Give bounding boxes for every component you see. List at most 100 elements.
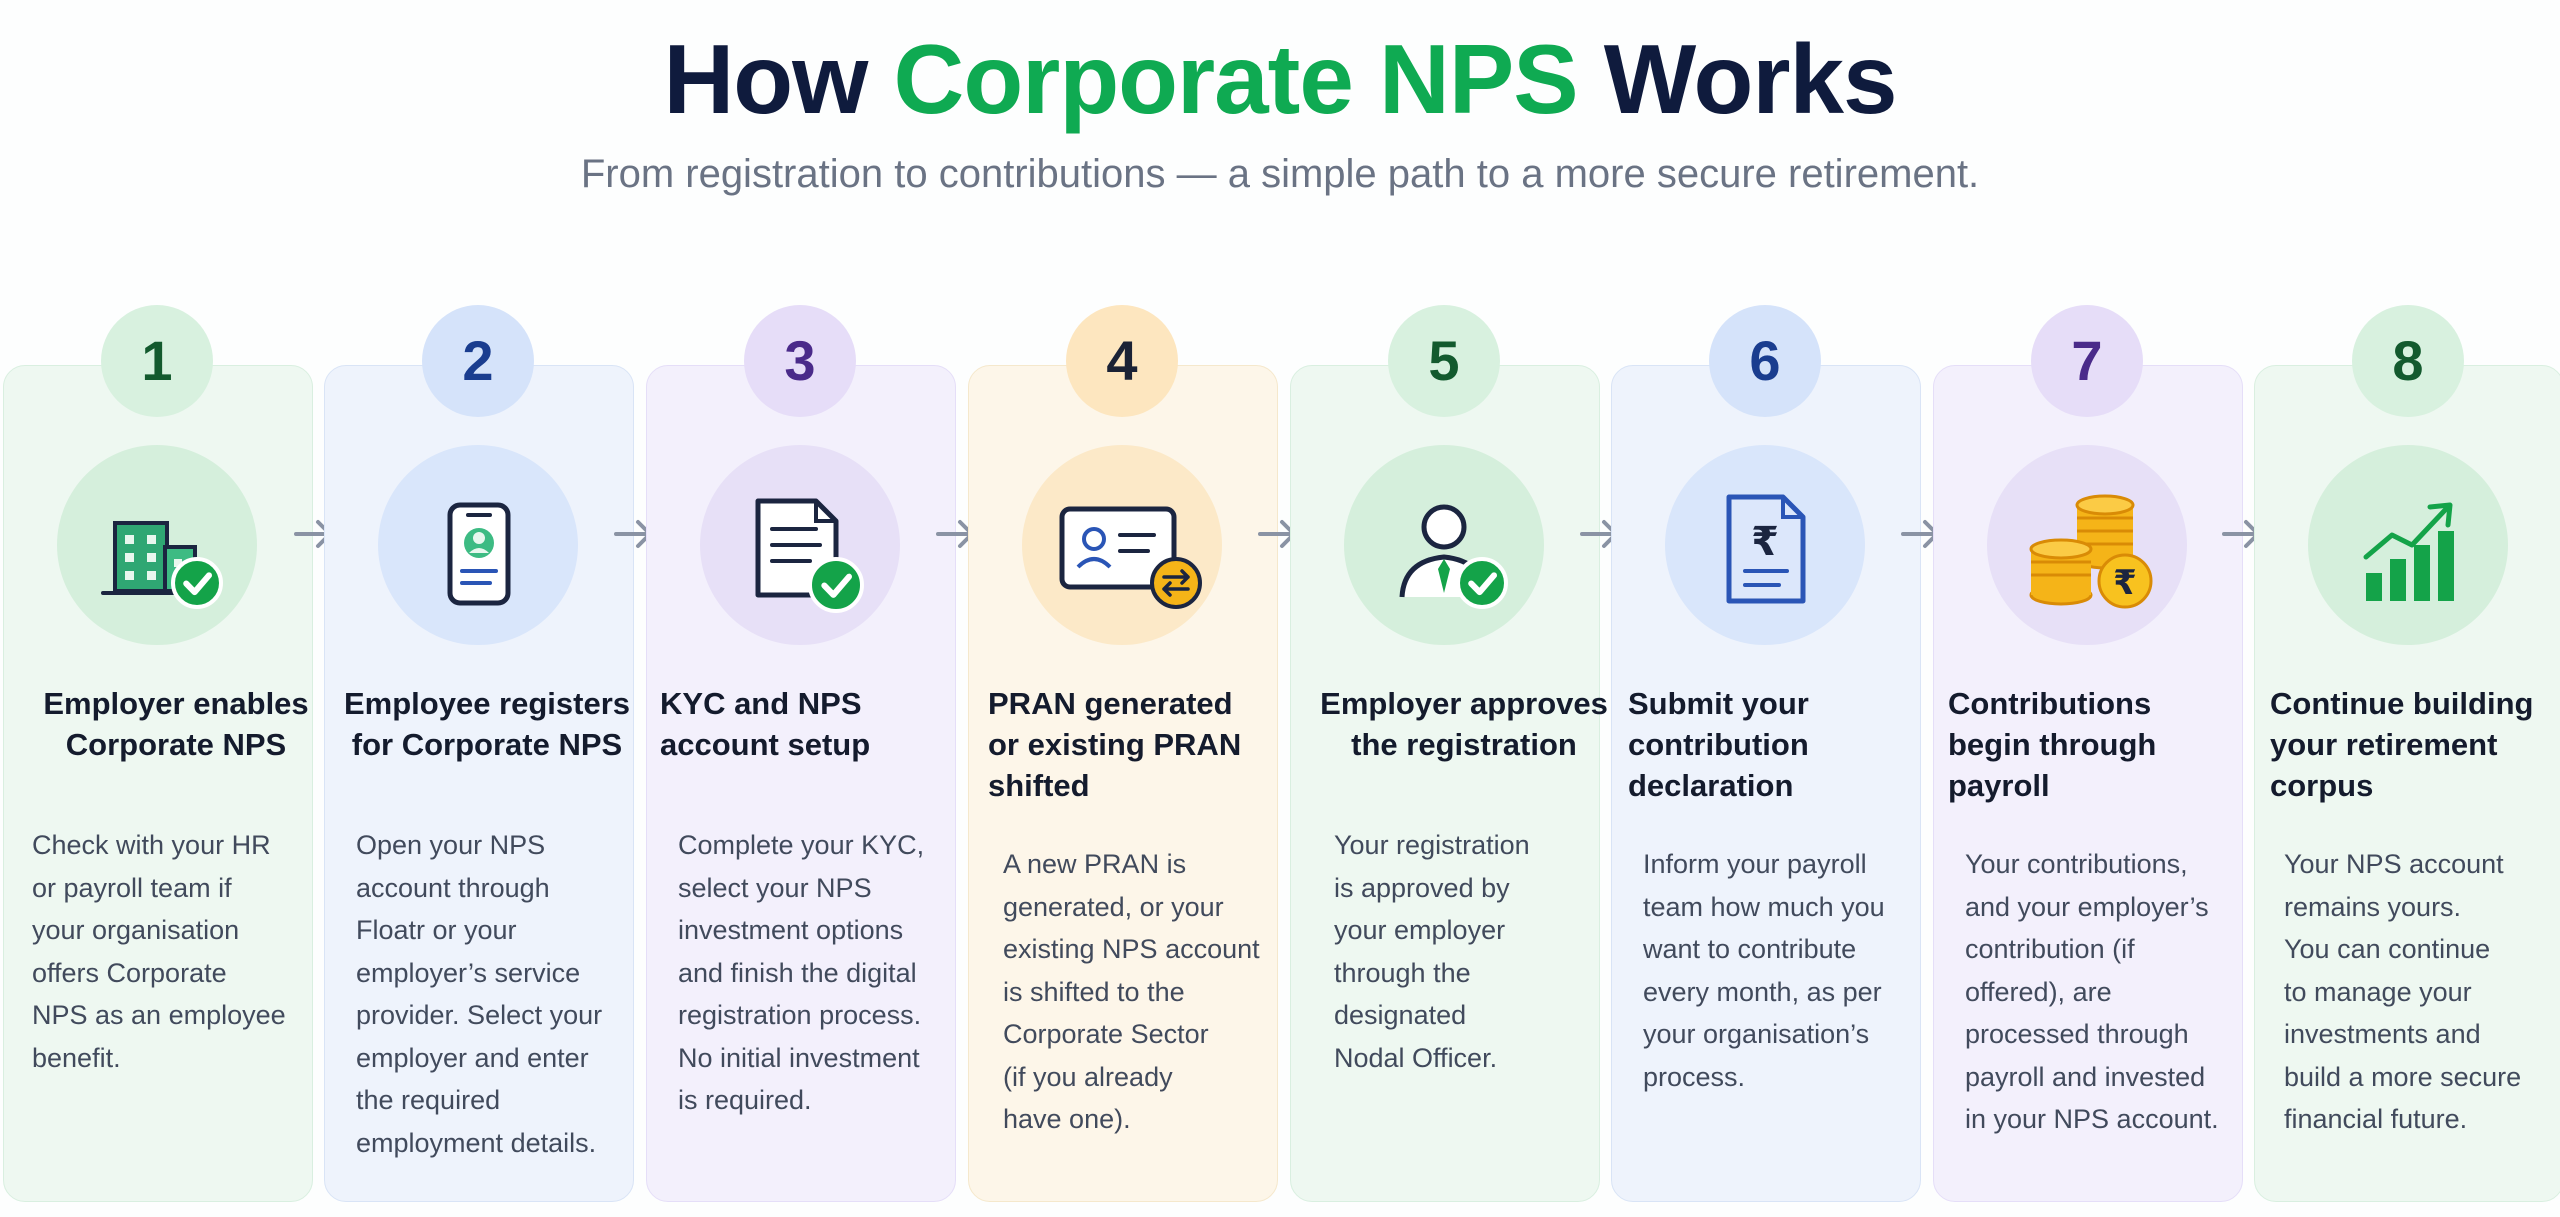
step-description-line: existing NPS account (1003, 934, 1260, 964)
step-description-line: You can continue (2284, 934, 2491, 964)
step-number-badge: 6 (1709, 305, 1821, 417)
step-description-line: want to contribute (1643, 934, 1857, 964)
step-title-line: begin through (1948, 727, 2157, 762)
growth-chart-icon (2363, 502, 2454, 601)
step-description-line: employer and enter (356, 1042, 589, 1073)
step-description-line: offered), are (1965, 976, 2112, 1007)
id-card-transfer-icon (1059, 506, 1202, 609)
step-description-line: generated, or your (1003, 891, 1224, 922)
step-number-badge: 8 (2352, 305, 2464, 417)
step-description: Inform your payroll team how much you want… (1643, 843, 1939, 1098)
step-description-line: processed through (1965, 1019, 2189, 1049)
step-title: KYC and NPS account setup (660, 683, 976, 765)
step-number-badge: 4 (1066, 305, 1178, 417)
step-description-line: and your employer’s (1965, 891, 2209, 922)
step-description-line: investments and (2284, 1019, 2481, 1049)
step-number-badge: 2 (422, 305, 534, 417)
step-description-line: every month, as per (1643, 976, 1882, 1007)
step-number-badge: 7 (2031, 305, 2143, 417)
step-description-line: through the (1334, 957, 1471, 988)
step-title-line: or existing PRAN (988, 727, 1242, 762)
step-description-line: Check with your HR (32, 830, 271, 860)
step-description-line: No initial investment (678, 1042, 920, 1073)
step-title-line: Employer approves (1320, 686, 1608, 721)
step-title-line: Continue building (2270, 686, 2534, 721)
step-description-line: have one). (1003, 1104, 1131, 1134)
step-description: Your NPS account remains yours. You can co… (2284, 843, 2560, 1141)
step-description-line: (if you already (1003, 1061, 1173, 1092)
step-description-line: employer’s service (356, 957, 581, 988)
step-description-line: remains yours. (2284, 891, 2462, 922)
step-title-line: Submit your (1628, 686, 1809, 721)
step-title: Contributions begin through payroll (1948, 683, 2264, 806)
svg-text:₹: ₹ (1751, 519, 1779, 565)
title-highlight: Corporate NPS (893, 24, 1579, 134)
step-title-line: for Corporate NPS (351, 727, 623, 762)
step-number-badge: 3 (744, 305, 856, 417)
step-description: Complete your KYC, select your NPS investm… (678, 824, 974, 1122)
step-description-line: select your NPS (678, 872, 872, 903)
svg-text:₹: ₹ (2113, 563, 2137, 603)
step-title-line: declaration (1628, 768, 1794, 803)
step-description-line: Open your NPS (356, 830, 546, 860)
step-title-line: shifted (988, 768, 1090, 803)
step-description-line: Your NPS account (2284, 849, 2504, 879)
step-title-line: your retirement (2270, 727, 2498, 762)
step-description-line: payroll and invested (1965, 1061, 2206, 1092)
step-title-line: Employee registers (343, 686, 631, 721)
step-description-line: Floatr or your (356, 915, 517, 945)
step-description-line: financial future. (2284, 1104, 2468, 1134)
step-title-line: KYC and NPS (660, 686, 862, 721)
step-title-line: account setup (660, 727, 871, 762)
step-description-line: investment options (678, 915, 904, 945)
mobile-profile-icon (447, 502, 511, 606)
step-description-line: or payroll team if (32, 872, 232, 903)
step-card (968, 365, 1278, 1202)
step-description-line: NPS as an employee (32, 1000, 286, 1030)
step-description-line: designated (1334, 1000, 1467, 1030)
step-title-line: Corporate NPS (65, 727, 287, 762)
step-description-line: Inform your payroll (1643, 849, 1867, 879)
step-title-line: Contributions (1948, 686, 2152, 721)
step-title-line: the registration (1351, 727, 1577, 762)
rupee-document-icon: ₹ (1726, 494, 1806, 604)
step-description-line: team how much you (1643, 891, 1885, 922)
step-description-line: Complete your KYC, (678, 830, 925, 860)
step-description-line: provider. Select your (356, 1000, 603, 1030)
step-description-line: account through (356, 872, 550, 903)
step-title-line: PRAN generated (988, 686, 1233, 721)
step-description-line: to manage your (2284, 976, 2472, 1007)
step-number-badge: 1 (101, 305, 213, 417)
step-number-badge: 5 (1388, 305, 1500, 417)
step-description-line: registration process. (678, 1000, 922, 1030)
step-description-line: and finish the digital (678, 957, 917, 988)
step-description-line: is required. (678, 1085, 812, 1115)
step-title-line: payroll (1948, 768, 2050, 803)
step-description-line: Corporate Sector (1003, 1019, 1209, 1049)
step-description-line: build a more secure (2284, 1061, 2522, 1092)
page-title: How Corporate NPS Works (0, 20, 2560, 138)
step-description-line: your employer (1334, 915, 1506, 945)
step-description-line: your organisation (32, 915, 240, 945)
step-description: Your registration is approved by your empl… (1334, 824, 1630, 1079)
step-description-line: Your registration (1334, 830, 1530, 860)
step-title: Employer approves the registration (1306, 683, 1622, 765)
step-description-line: is approved by (1334, 872, 1510, 903)
step-description-line: your organisation’s (1643, 1019, 1870, 1049)
step-description-line: contribution (if (1965, 934, 2135, 964)
title-part-2: Works (1577, 24, 1898, 134)
step-description-line: employment details. (356, 1127, 597, 1158)
step-description-line: offers Corporate (32, 957, 227, 988)
step-description-line: benefit. (32, 1042, 121, 1073)
step-title: PRAN generated or existing PRAN shifted (988, 683, 1304, 806)
rupee-coins-icon: ₹ (2029, 494, 2153, 609)
step-title: Employee registers for Corporate NPS (329, 683, 645, 765)
title-part-1: How (663, 24, 894, 134)
